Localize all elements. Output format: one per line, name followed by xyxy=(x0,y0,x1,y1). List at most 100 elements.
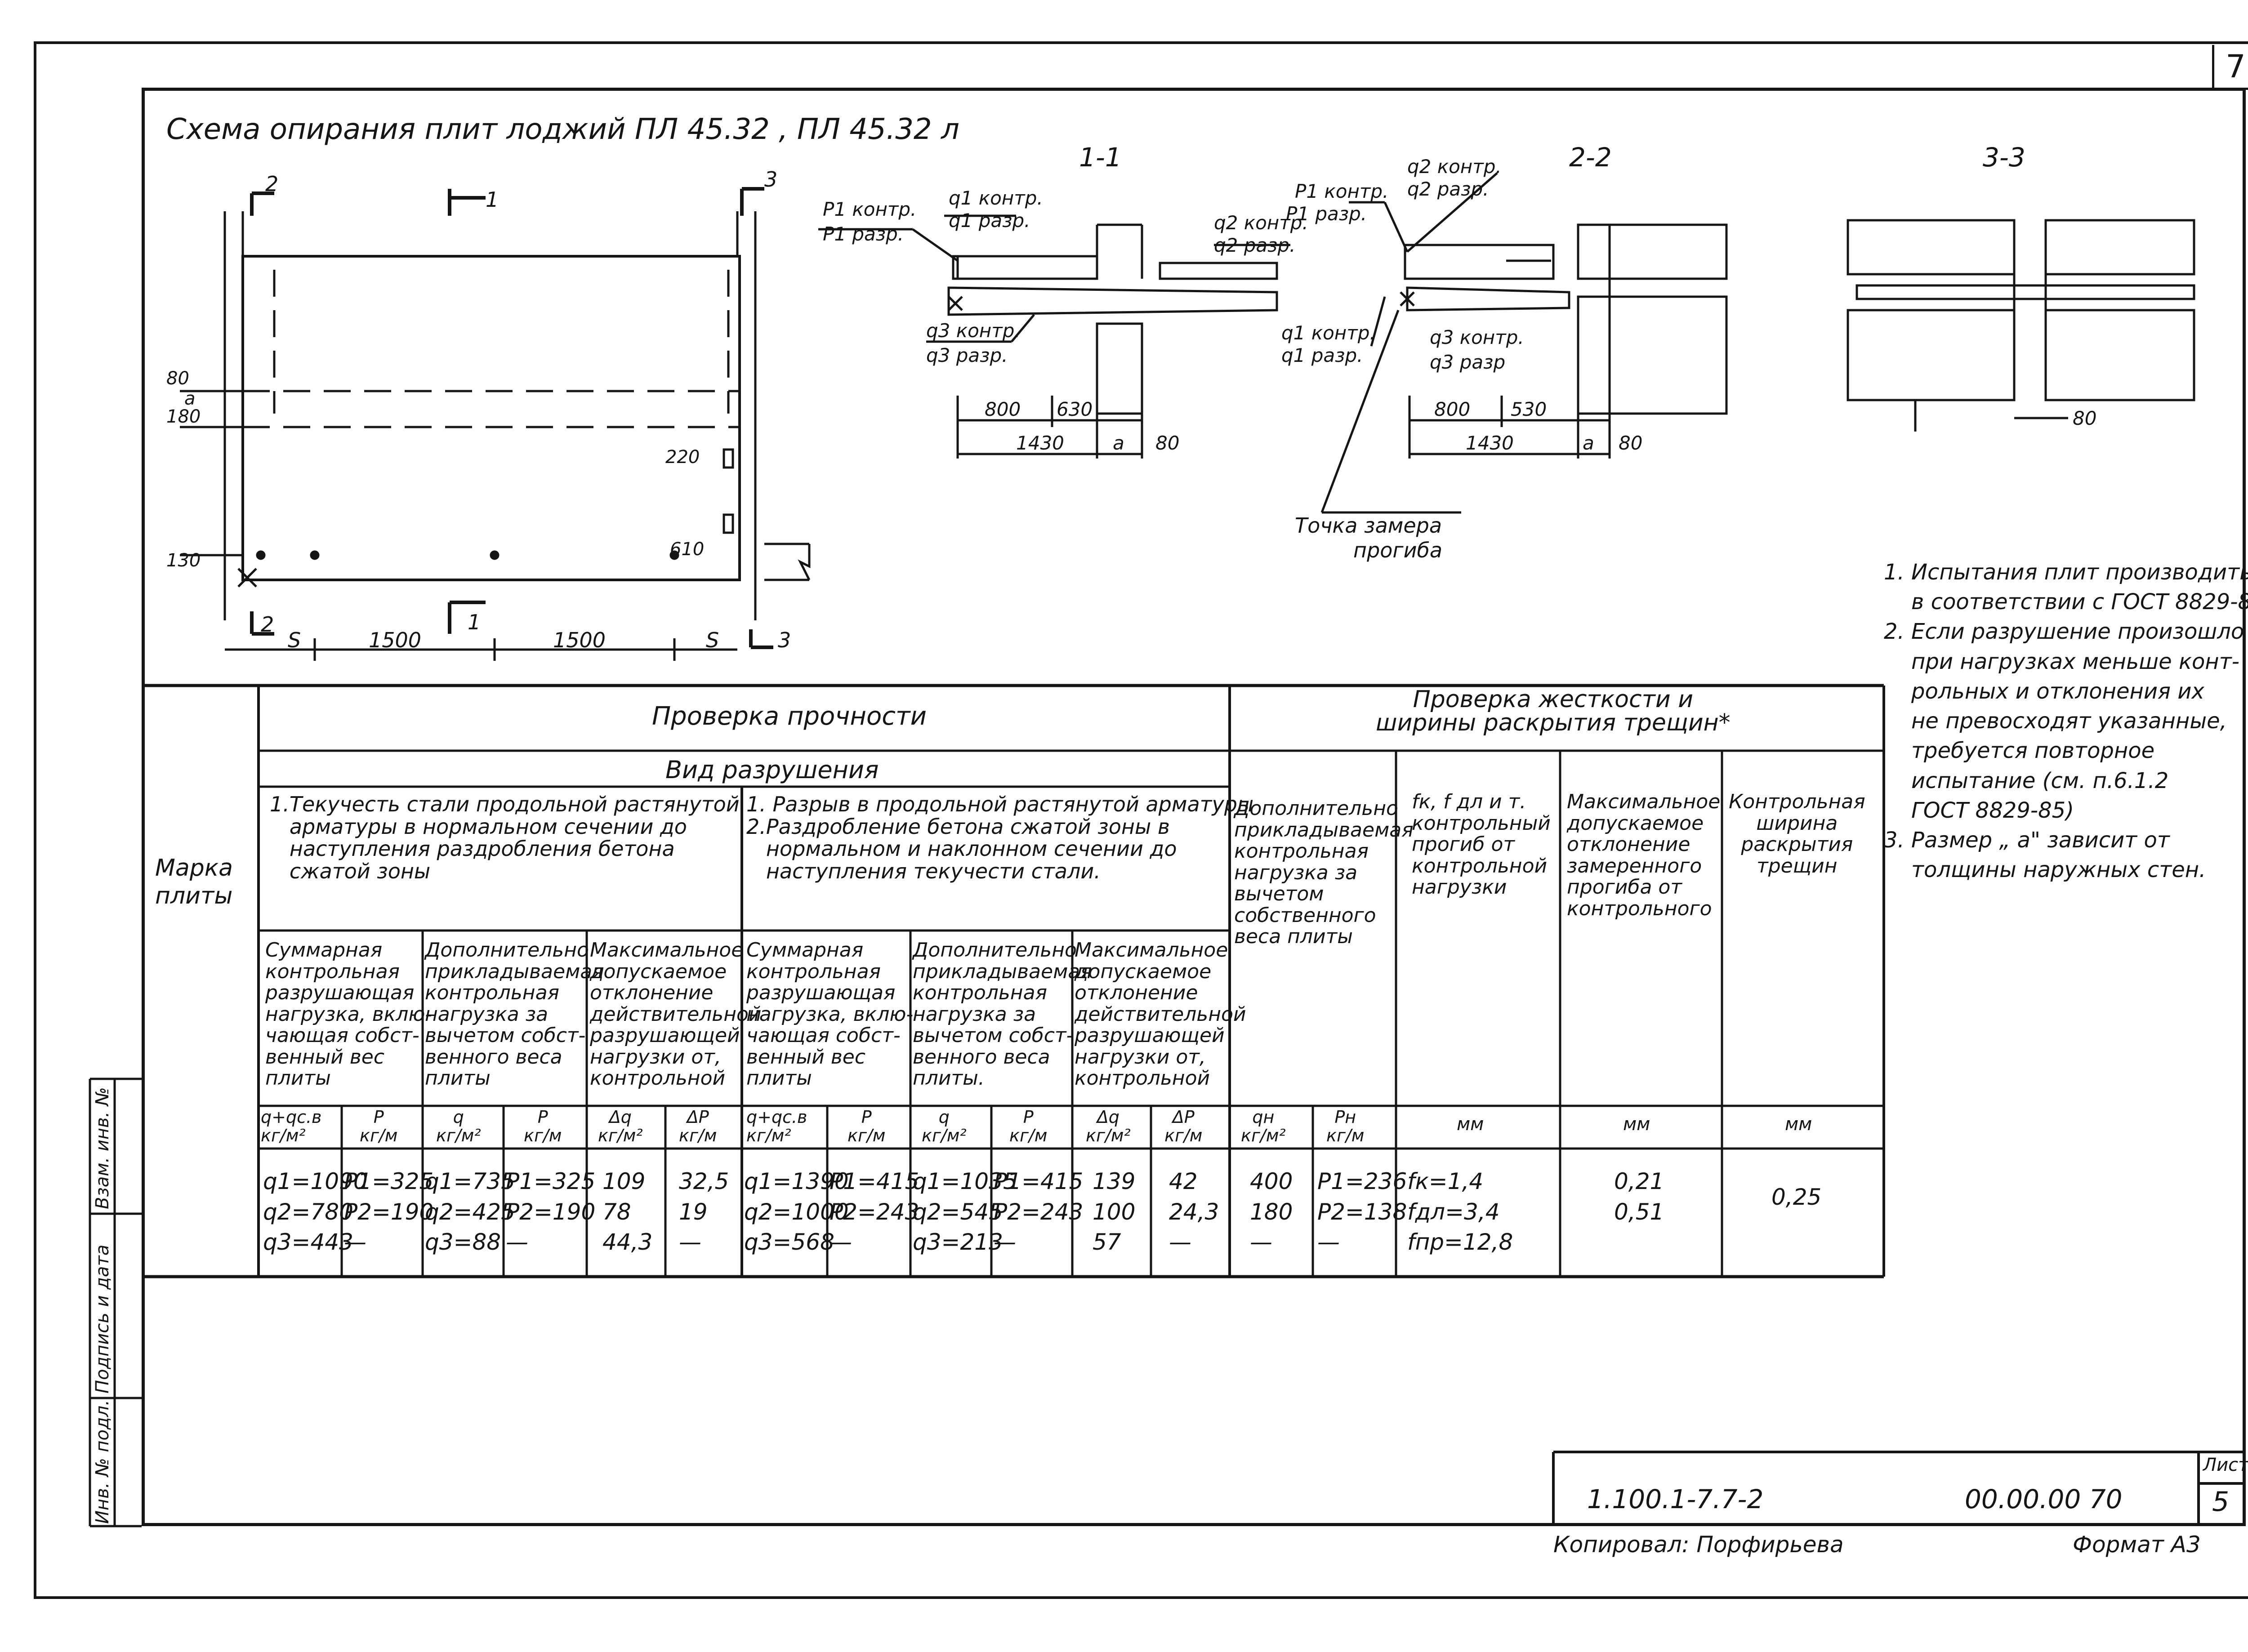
note-line: при нагрузках меньше конт- xyxy=(1884,649,2239,674)
s22-dim-530: 530 xyxy=(1511,398,1547,420)
note-line: рольных и отклонения их xyxy=(1884,678,2204,704)
section-1-1-title: 1-1 xyxy=(1079,142,1122,173)
section-2-2 xyxy=(1320,172,1728,514)
unit-cell: мм xyxy=(1785,1114,1812,1135)
s11-q1-contr: q1 контр. xyxy=(949,187,1043,209)
unit-cell: мм xyxy=(1457,1114,1484,1135)
s11-dim-a: a xyxy=(1113,432,1124,454)
s22-q1-razr: q1 разр. xyxy=(1281,344,1363,366)
copied-by: Копировал: Порфирьева xyxy=(1553,1532,1844,1558)
stamp-signature-date: Подпись и дата xyxy=(92,1244,113,1394)
s22-dim-80: 80 xyxy=(1619,432,1642,454)
data-cell: 32,5 19 — xyxy=(679,1168,729,1255)
unit-cell: Δq кг/м² xyxy=(598,1107,643,1146)
drawing-frame xyxy=(142,88,2246,1526)
note-line: не превосходят указанные, xyxy=(1884,708,2227,734)
col-crack-width: Контрольная ширина раскрытия трещин xyxy=(1729,790,1865,877)
doc-code: 1.100.1-7.7-2 xyxy=(1587,1484,1764,1514)
unit-cell: qн кг/м² xyxy=(1241,1107,1286,1146)
s22-p1-razr: P1 разр. xyxy=(1286,203,1367,225)
data-cell: q1=735 q2=425 q3=88 xyxy=(425,1168,515,1255)
data-cell: fк=1,4 fдл=3,4 fпр=12,8 xyxy=(1407,1168,1513,1255)
data-cell: 42 24,3 — xyxy=(1169,1168,1219,1255)
data-cell: 109 78 44,3 xyxy=(602,1168,653,1255)
plan-dim-610: 610 xyxy=(670,539,704,560)
col-total-load: Суммарная контрольная разрушающая нагруз… xyxy=(265,939,433,1090)
unit-cell: q+qс.в кг/м² xyxy=(261,1107,322,1146)
s22-q3-contr: q3 контр. xyxy=(1430,326,1524,348)
data-cell: q1=1090 q2=780 q3=443 xyxy=(263,1168,368,1255)
plan-dim-220: 220 xyxy=(665,447,700,468)
note-line: толщины наружных стен. xyxy=(1884,857,2206,883)
unit-cell: Δq кг/м² xyxy=(1086,1107,1131,1146)
plan-mark-3-top: 3 xyxy=(764,167,777,191)
failure-type: Вид разрушения xyxy=(665,756,879,784)
stamp-inv-podl: Инв. № подл. xyxy=(92,1400,113,1524)
note-line: испытание (см. п.6.1.2 xyxy=(1884,768,2169,793)
data-cell: P1=325 P2=190 — xyxy=(344,1168,434,1255)
section-3-3 xyxy=(1847,219,2195,432)
s11-q2-razr: q2 разр. xyxy=(1214,234,1295,256)
plan-mark-1-top: 1 xyxy=(486,187,499,212)
strength-header: Проверка прочности xyxy=(652,702,927,731)
s11-q1-razr: q1 разр. xyxy=(949,209,1030,232)
plan-dim-1500-b: 1500 xyxy=(553,628,606,652)
unit-cell: мм xyxy=(1623,1114,1650,1135)
plan-dim-s-right: S xyxy=(706,628,719,652)
rigidity-header: Проверка жесткости и ширины раскрытия тр… xyxy=(1376,686,1731,736)
note-line: ГОСТ 8829-85) xyxy=(1884,797,2074,823)
s33-dim-80: 80 xyxy=(2073,407,2096,429)
scheme-title: Схема опирания плит лоджий ПЛ 45.32 , ПЛ… xyxy=(166,113,959,146)
page-number: 7 xyxy=(2212,45,2248,90)
case-2-header: 1. Разрыв в продольной растянутой армату… xyxy=(746,792,1254,884)
s11-dim-630: 630 xyxy=(1057,398,1093,420)
s11-q3-contr: q3 контр. xyxy=(926,320,1021,342)
s11-dim-800: 800 xyxy=(985,398,1021,420)
plan-mark-2-bottom: 2 xyxy=(261,612,274,637)
plan-view xyxy=(180,187,811,661)
sheet-border xyxy=(34,41,2248,1599)
s11-dim-1430: 1430 xyxy=(1016,432,1064,454)
section-1-1 xyxy=(818,214,1290,459)
unit-cell: P кг/м xyxy=(847,1107,886,1146)
data-cell: q1=1035 q2=545 q3=213 xyxy=(913,1168,1017,1255)
s22-measure-point-2: прогиба xyxy=(1353,538,1442,562)
col-max-measured: Максимальное допускаемое отклонение заме… xyxy=(1567,790,1721,920)
doc-number: 00.00.00 70 xyxy=(1965,1484,2123,1514)
unit-cell: Pн кг/м xyxy=(1326,1107,1365,1146)
unit-cell: ΔP кг/м xyxy=(679,1107,717,1146)
col-max-deviation: Максимальное допускаемое отклонение дейс… xyxy=(590,939,762,1090)
unit-cell: ΔP кг/м xyxy=(1164,1107,1203,1146)
s22-dim-1430: 1430 xyxy=(1466,432,1514,454)
data-cell: 400 180 — xyxy=(1250,1168,1293,1255)
data-cell: q1=1390 q2=1000 q3=568 xyxy=(744,1168,849,1255)
s11-p1-razr: P1 разр. xyxy=(823,223,904,245)
s11-q2-contr: q2 контр. xyxy=(1214,212,1308,234)
s22-q1-contr: q1 контр. xyxy=(1281,322,1376,344)
plan-dim-s-left: S xyxy=(288,628,301,652)
sheet-label: Лист xyxy=(2203,1455,2248,1475)
plan-dim-130: 130 xyxy=(166,550,201,571)
plan-mark-3-bottom: 3 xyxy=(778,628,791,652)
data-cell: 0,25 xyxy=(1771,1184,1822,1210)
s22-q2-contr: q2 контр. xyxy=(1407,156,1502,178)
sheet-number: 5 xyxy=(2212,1486,2230,1518)
section-3-3-title: 3-3 xyxy=(1983,142,2025,173)
data-cell: 139 100 57 xyxy=(1093,1168,1136,1255)
s22-q3-razr: q3 разр xyxy=(1430,351,1505,373)
s22-dim-800: 800 xyxy=(1434,398,1470,420)
plan-dim-80: 80 xyxy=(166,368,189,389)
note-line: требуется повторное xyxy=(1884,738,2155,764)
unit-cell: q кг/м² xyxy=(922,1107,967,1146)
col-additional-load-2: Дополнительно прикладываемая контрольная… xyxy=(913,939,1092,1090)
s22-dim-a: a xyxy=(1583,432,1594,454)
col-max-deviation-2: Максимальное допускаемое отклонение дейс… xyxy=(1075,939,1246,1090)
note-line: в соответствии с ГОСТ 8829-85. xyxy=(1884,589,2248,615)
plan-dim-a: a xyxy=(184,388,196,409)
s11-p1-contr: P1 контр. xyxy=(823,198,916,220)
data-cell: P1=415 P2=243 — xyxy=(830,1168,919,1255)
data-cell: P1=236 P2=138 — xyxy=(1317,1168,1407,1255)
unit-cell: P кг/м xyxy=(360,1107,398,1146)
plan-mark-2-top: 2 xyxy=(265,172,278,196)
